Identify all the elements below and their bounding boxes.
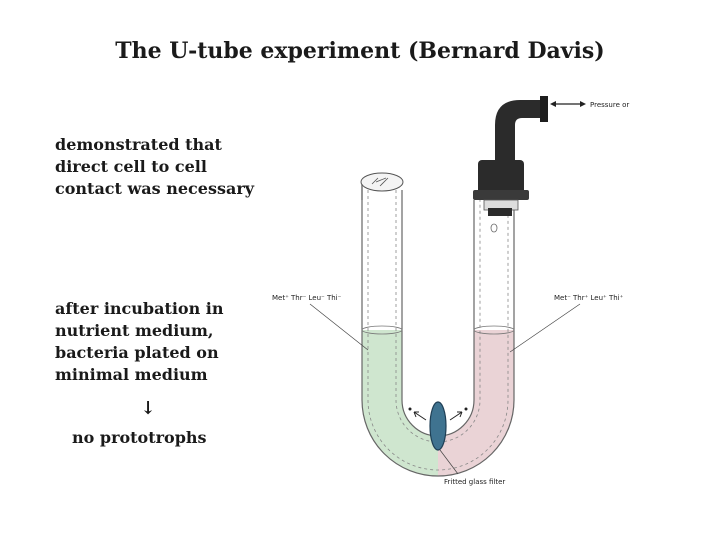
cotton-plug xyxy=(360,172,404,192)
rubber-stopper xyxy=(478,160,524,194)
procedure-line: bacteria plated on xyxy=(55,343,219,362)
filter-label: Fritted glass filter xyxy=(444,478,505,486)
left-strain-label: Met⁺ Thr⁻ Leu⁻ Thi⁻ xyxy=(272,294,342,302)
pressure-label: Pressure or xyxy=(590,101,629,109)
conclusion-line: demonstrated that xyxy=(55,135,222,154)
left-medium xyxy=(362,330,438,476)
conclusion-text: demonstrated that direct cell to cell co… xyxy=(55,134,254,200)
procedure-text: after incubation in nutrient medium, bac… xyxy=(55,298,224,386)
slide-title: The U-tube experiment (Bernard Davis) xyxy=(115,38,605,64)
right-medium xyxy=(438,330,514,476)
pressure-tube xyxy=(495,100,545,175)
result-text: no prototrophs xyxy=(72,428,207,447)
down-arrow-icon: ↓ xyxy=(140,398,156,419)
u-tube-inner xyxy=(401,190,475,437)
u-tube-outer xyxy=(361,184,515,477)
conclusion-line: direct cell to cell xyxy=(55,157,207,176)
procedure-line: minimal medium xyxy=(55,365,208,384)
right-strain-label: Met⁻ Thr⁺ Leu⁺ Thi⁺ xyxy=(554,294,624,302)
procedure-line: nutrient medium, xyxy=(55,321,214,340)
glass-filter xyxy=(429,401,447,451)
conclusion-line: contact was necessary xyxy=(55,179,255,198)
procedure-line: after incubation in xyxy=(55,299,224,318)
